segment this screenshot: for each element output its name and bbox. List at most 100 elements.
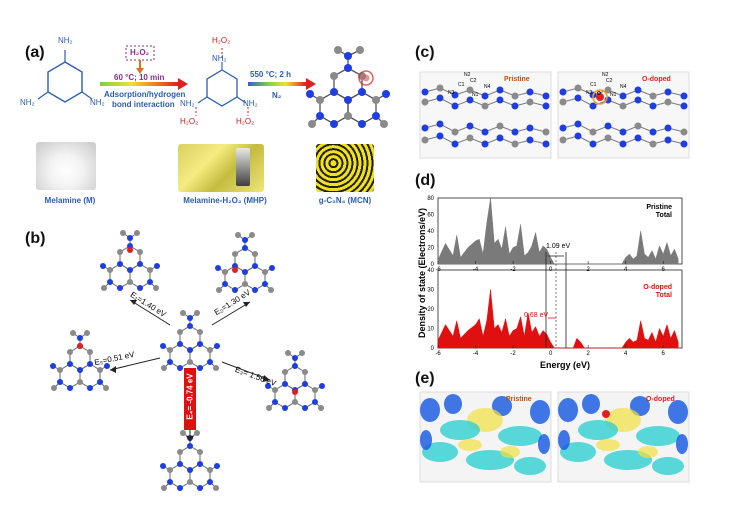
heptazine-top-left: [99, 229, 161, 292]
x-tick-label-top: -2: [510, 267, 516, 273]
panel-d-label: (d): [415, 172, 436, 189]
step2-condition: 550 °C; 2 h: [250, 70, 291, 79]
step1-process-line2: bond interaction: [112, 100, 175, 109]
step1-process-line1: Adsorption/hydrogen: [104, 90, 186, 99]
oxygen-dopant: [596, 93, 604, 101]
atoms-pristine: [421, 84, 550, 148]
x-tick-label-bottom: 0: [549, 351, 553, 357]
h2o2-right: H₂O₂: [236, 117, 255, 126]
atom-n4: N4: [484, 84, 491, 90]
x-tick-label-top: 0: [549, 267, 553, 273]
caption-melamine: Melamine (M): [44, 196, 96, 205]
e4-highlight: [184, 368, 196, 430]
x-tick-label-bottom: 6: [662, 351, 666, 357]
bottom-legend-1: O-doped: [643, 284, 672, 291]
pristine-tag-c: Pristine: [504, 76, 530, 83]
caption-mhp: Melamine-H₂O₂ (MHP): [183, 196, 267, 205]
atom-o: O: [597, 91, 601, 97]
melamine-molecule: [37, 50, 93, 103]
dos-top-series: [437, 197, 679, 265]
charge-density-pristine: [420, 394, 550, 475]
atom-n3-odoped: N3: [586, 90, 593, 96]
gap-top-label: 1.09 eV: [546, 243, 571, 250]
atom-c1-odoped: C1: [590, 82, 597, 88]
top-legend-2: Total: [655, 212, 672, 219]
y-tick-label-top: 40: [427, 229, 434, 235]
panel-c-label: (c): [415, 44, 435, 61]
y-tick-label-bottom: 30: [427, 288, 434, 294]
nh-top: NH₂: [212, 54, 227, 63]
panel-e-label: (e): [415, 370, 435, 387]
atom-n2-odoped: N2: [602, 72, 609, 78]
dos-xlabel: Energy (eV): [540, 360, 591, 370]
atom-n1-odoped: N1: [610, 92, 617, 98]
heptazine-left: [49, 329, 111, 392]
pristine-tag-e: Pristine: [506, 396, 532, 403]
caption-mcn: g-C₃N₄ (MCN): [318, 196, 372, 205]
y-tick-label-top: 60: [427, 213, 434, 219]
nh2-right-mhp: NH₂: [243, 99, 258, 108]
step1-reagent: H₂O₂: [130, 48, 150, 57]
top-legend-1: Pristine: [646, 204, 672, 211]
x-tick-label-bottom: 4: [624, 351, 628, 357]
x-tick-label-bottom: -2: [510, 351, 516, 357]
mcn-photo: [316, 144, 374, 192]
arrow-2: [248, 82, 306, 86]
y-tick-label-top: 20: [427, 246, 434, 252]
step2-gas: N₂: [272, 91, 282, 100]
dos-bottom-series: [437, 289, 679, 349]
panel-a-label: (a): [25, 44, 45, 61]
atom-c1: C1: [458, 82, 465, 88]
panel-b-label: (b): [25, 230, 46, 247]
mcn-molecule: [306, 46, 390, 128]
vial: [236, 148, 250, 186]
atoms-odoped: [559, 84, 688, 148]
x-tick-label-bottom: -4: [473, 351, 479, 357]
atom-n4-odoped: N4: [620, 84, 627, 90]
bottom-legend-2: Total: [655, 292, 672, 299]
y-tick-label-bottom: 20: [427, 307, 434, 313]
nh2-top: NH₂: [58, 36, 73, 45]
x-tick-label-top: -4: [473, 267, 479, 273]
heptazine-right: [264, 349, 326, 412]
arrow-1: [100, 82, 178, 86]
h2o2-top: H₂O₂: [212, 36, 231, 45]
charge-density-odoped: [558, 394, 688, 475]
x-tick-label-bottom: 2: [586, 351, 590, 357]
x-tick-label-top: 2: [586, 267, 590, 273]
odoped-tag-c: O-doped: [642, 76, 671, 83]
odoped-tag-e: O-doped: [646, 396, 675, 403]
x-tick-label-top: 4: [624, 267, 628, 273]
mhp-molecule: [195, 48, 249, 116]
nh2-left: NH₂: [20, 98, 35, 107]
nh2-right: NH₂: [90, 98, 105, 107]
y-tick-label-bottom: 10: [427, 327, 434, 333]
h2n-left: NH₂: [180, 99, 195, 108]
atom-n2: N2: [464, 72, 471, 78]
heptazine-top-right: [214, 231, 276, 294]
melamine-photo: [36, 142, 96, 190]
x-tick-label-top: 6: [662, 267, 666, 273]
y-tick-label-bottom: 0: [431, 346, 435, 352]
dos-bottom-area: [437, 289, 679, 349]
gap-bottom-label: 0.68 eV: [524, 312, 549, 319]
step1-condition: 60 °C; 10 min: [114, 73, 165, 82]
atom-n3: N3: [448, 90, 455, 96]
dos-top-area: [437, 197, 679, 265]
h2o2-left: H₂O₂: [180, 117, 199, 126]
x-tick-label-bottom: -6: [435, 351, 441, 357]
y-tick-label-top: 0: [431, 262, 435, 268]
mhp-photo: [178, 144, 264, 192]
y-tick-label-bottom: 40: [427, 268, 434, 274]
atom-c2-odoped: C2: [606, 78, 613, 84]
y-tick-label-top: 80: [427, 196, 434, 202]
atom-c2: C2: [470, 78, 477, 84]
atom-n1: N1: [472, 92, 479, 98]
x-tick-label-top: -6: [435, 267, 441, 273]
